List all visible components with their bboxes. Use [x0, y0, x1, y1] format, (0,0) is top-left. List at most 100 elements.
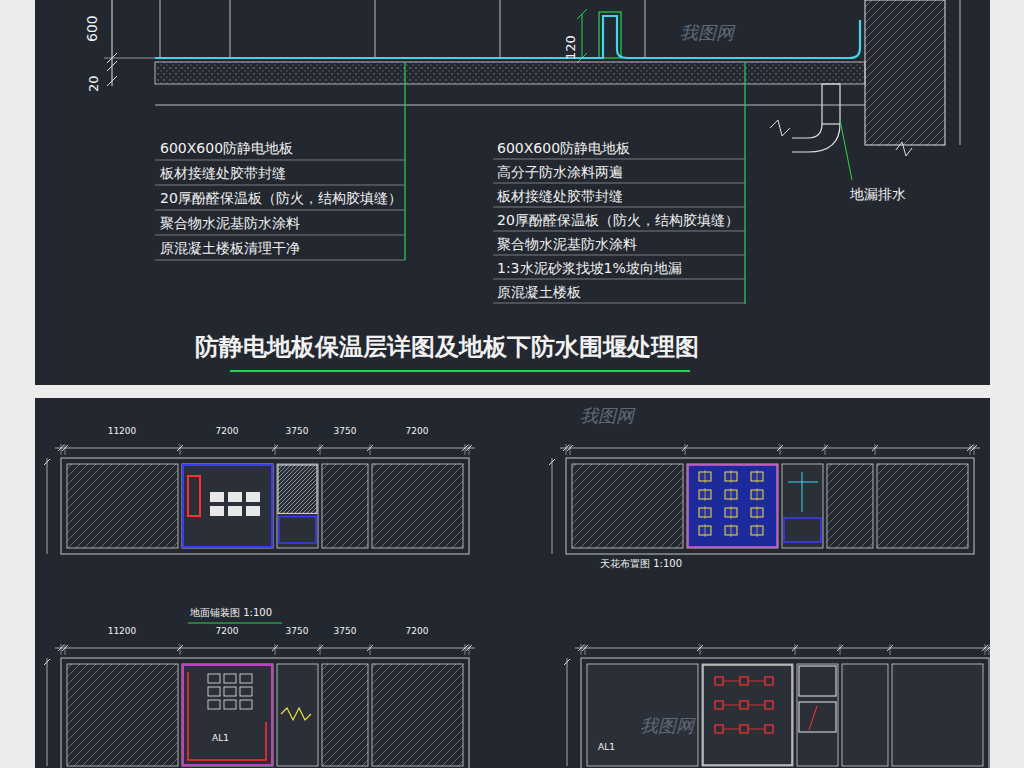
ceiling-line	[802, 472, 803, 512]
room	[827, 464, 873, 548]
wiring	[281, 708, 311, 720]
extension-line	[974, 444, 975, 455]
cabinet	[228, 492, 242, 502]
drawing-line	[493, 279, 745, 280]
light-fixture	[757, 488, 758, 501]
drawing-line	[493, 207, 745, 208]
room	[797, 664, 838, 766]
layer-note: 20厚酚醛保温板（防火，结构胶填缝）	[160, 190, 402, 207]
drawing-line	[645, 0, 646, 58]
light-fixture	[740, 701, 748, 709]
extension-line	[825, 444, 826, 455]
extension-line	[370, 644, 371, 655]
room	[67, 664, 178, 766]
room	[372, 464, 463, 548]
drawing-line	[230, 0, 231, 58]
hatch-area	[278, 465, 317, 513]
room	[877, 464, 968, 548]
room	[892, 664, 983, 766]
room	[182, 464, 273, 548]
light-fixture	[765, 701, 773, 709]
extension-line	[795, 644, 796, 655]
panel-tag: AL1	[598, 742, 615, 753]
extension-line	[61, 444, 62, 455]
light-fixture	[731, 506, 732, 519]
cabinet	[240, 700, 252, 709]
drawing-line	[770, 120, 790, 136]
extension-line	[61, 644, 62, 655]
light-fixture	[757, 524, 758, 537]
equipment	[188, 476, 200, 516]
extension-line	[570, 444, 571, 455]
drawing-line	[188, 623, 282, 624]
dimension-line	[575, 648, 995, 649]
light-fixture	[715, 677, 723, 685]
extension-line	[989, 644, 990, 655]
drawing-line	[155, 210, 405, 211]
room	[277, 664, 318, 766]
drawing-line	[155, 16, 860, 58]
wall-outline	[581, 658, 989, 768]
room	[322, 664, 368, 766]
drawing-line	[155, 260, 405, 261]
light-fixture	[731, 488, 732, 501]
light-fixture	[740, 677, 748, 685]
bottom-panel	[35, 398, 990, 768]
room	[782, 464, 823, 548]
drawing-line	[493, 159, 745, 160]
floor-plans	[44, 444, 995, 768]
drawing-line	[107, 61, 117, 71]
dimension: 7200	[406, 626, 429, 637]
layer-note: 高分子防水涂料两遍	[497, 164, 623, 181]
layer-note: 板材接缝处胶带封缝	[160, 165, 286, 182]
drawing-line	[112, 0, 113, 86]
extension-line	[469, 644, 470, 655]
dimension-tick	[549, 459, 555, 465]
extension-line	[370, 444, 371, 455]
cabinet	[224, 700, 236, 709]
extension-line	[840, 644, 841, 655]
room	[182, 664, 273, 766]
dimension-line	[560, 448, 980, 449]
cabinet	[208, 687, 220, 696]
room	[277, 464, 318, 548]
wall-outline	[61, 458, 469, 554]
dimension-tick	[44, 659, 50, 665]
extension-line	[970, 444, 971, 455]
layer-note: 1:3水泥砂浆找坡1%坡向地漏	[497, 260, 682, 277]
room-outline	[799, 702, 836, 732]
cabinet	[224, 674, 236, 683]
dimension: 3750	[286, 626, 309, 637]
dimension-line	[567, 658, 568, 766]
dimension: 7200	[406, 426, 429, 437]
dimension: 120	[563, 35, 579, 60]
room-outline	[279, 517, 316, 543]
light-fixture	[731, 470, 732, 483]
drawing-line	[155, 185, 405, 186]
dimension: 20	[86, 75, 102, 92]
room-outline	[703, 665, 792, 765]
layer-note: 原混凝土楼板	[497, 284, 581, 301]
drawing-line	[155, 62, 865, 84]
light-fixture	[740, 725, 748, 733]
extension-line	[180, 444, 181, 455]
cabinet	[210, 492, 224, 502]
room	[842, 664, 888, 766]
extension-line	[780, 444, 781, 455]
drawing-line	[493, 303, 745, 304]
watermark: 我图网	[580, 405, 634, 427]
dimension: 7200	[216, 426, 239, 437]
light-fixture	[705, 470, 706, 483]
wall-outline	[61, 658, 469, 768]
drawing-line	[493, 183, 745, 184]
layer-note: 20厚酚醛保温板（防火，结构胶填缝）	[497, 212, 739, 229]
extension-line	[465, 644, 466, 655]
cabinet	[210, 506, 224, 516]
light-fixture	[705, 524, 706, 537]
room	[572, 464, 683, 548]
drawing-line	[155, 105, 865, 106]
dimension: 3750	[334, 626, 357, 637]
extension-line	[65, 644, 66, 655]
layer-note: 600X600防静电地板	[160, 140, 293, 157]
drawing-line	[500, 0, 501, 58]
